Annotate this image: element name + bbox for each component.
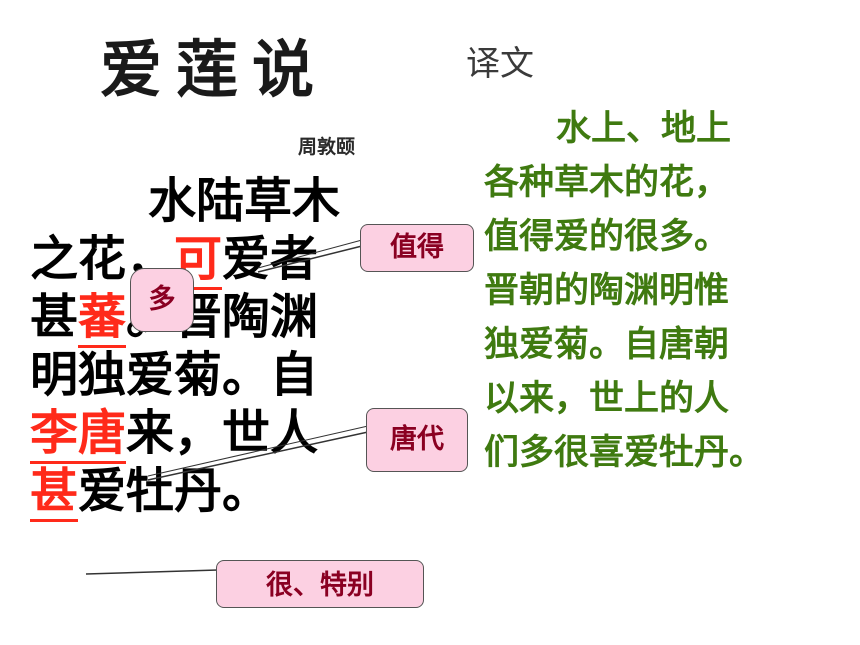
highlight-shen: 甚 (30, 463, 79, 522)
original-line-1-text: 水陆草木 (148, 173, 341, 229)
translation-line-3: 值得爱的很多。 (484, 217, 730, 257)
highlight-fan: 蕃 (78, 289, 127, 348)
translation-line-1: 水上、地上 (484, 102, 829, 156)
highlight-litang: 李唐 (30, 405, 127, 464)
note-duo: 多 (130, 268, 194, 332)
original-line-5-text-b: 来，世人 (126, 405, 319, 461)
translation-line-1-text: 水上、地上 (556, 109, 732, 149)
original-line-1: 水陆草木 (30, 172, 390, 230)
original-line-4-text: 明独爱菊。自 (30, 347, 319, 403)
note-tangdai: 唐代 (366, 408, 468, 472)
author-name: 周敦颐 (298, 136, 356, 158)
translation-line-2: 各种草木的花， (484, 163, 730, 203)
original-line-2: 之花，可爱者 (30, 230, 390, 290)
original-line-3-text-a: 甚 (30, 289, 79, 345)
original-line-6: 甚爱牡丹。 (30, 462, 390, 522)
original-line-2-text-b: 爱者 (222, 231, 319, 287)
translation-text: 水上、地上 各种草木的花， 值得爱的很多。 晋朝的陶渊明惟 独爱菊。自唐朝 以来… (484, 102, 829, 480)
original-text: 水陆草木 之花，可爱者 甚蕃。晋陶渊 明独爱菊。自 李唐来，世人 甚爱牡丹。 (30, 172, 390, 522)
original-line-4: 明独爱菊。自 (30, 346, 390, 404)
leader-line-hen-tebie (85, 569, 219, 575)
translation-line-4: 晋朝的陶渊明惟 (484, 271, 730, 311)
note-zhide: 值得 (360, 224, 474, 272)
translation-line-5: 独爱菊。自唐朝 (484, 325, 730, 365)
original-line-6-text-b: 爱牡丹。 (78, 463, 271, 519)
translation-line-7: 们多很喜爱牡丹。 (484, 433, 765, 473)
original-line-5: 李唐来，世人 (30, 404, 390, 464)
translation-line-6: 以来，世上的人 (484, 379, 730, 419)
page-title: 爱莲说 (100, 33, 329, 106)
translation-label: 译文 (466, 44, 534, 84)
original-line-3: 甚蕃。晋陶渊 (30, 288, 390, 348)
note-hen-tebie: 很、特别 (216, 560, 424, 608)
